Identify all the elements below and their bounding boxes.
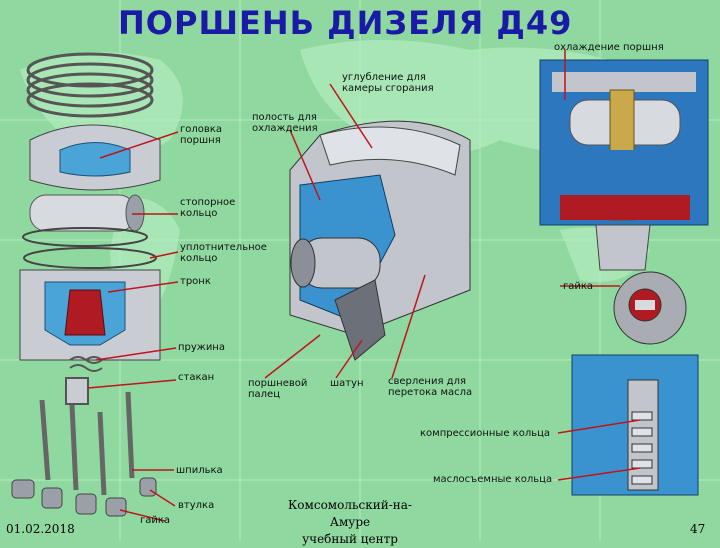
label-nut-right: гайка	[563, 281, 594, 292]
piston-head-illustration	[29, 124, 161, 191]
piston-skirt-illustration	[19, 269, 161, 361]
label-skirt: тронк	[180, 276, 211, 287]
label-piston-head: головка поршня	[180, 124, 222, 146]
page-number: 47	[690, 522, 706, 536]
label-connecting-rod: шатун	[330, 378, 364, 389]
footer-organization: Комсомольский-на-Амуре учебный центр	[288, 498, 412, 546]
nuts-illustration	[11, 477, 157, 517]
page-title: ПОРШЕНЬ ДИЗЕЛЯ Д49	[118, 4, 573, 42]
footer-date: 01.02.2018	[6, 522, 75, 536]
label-stud: шпилька	[176, 465, 223, 476]
leader-lines	[87, 50, 641, 522]
nut-closeup-illustration	[613, 271, 687, 345]
label-cooling-cavity: полость для охлаждения	[252, 112, 318, 134]
label-combustion-recess: углубление для камеры сгорания	[342, 72, 434, 94]
ring-groove-section-illustration	[571, 354, 699, 496]
label-spring: пружина	[178, 342, 225, 353]
label-bushing: втулка	[178, 500, 215, 511]
label-compression-rings: компрессионные кольца	[420, 428, 551, 439]
spring-and-cup-illustration	[65, 356, 104, 405]
cooling-cross-section-illustration	[539, 59, 709, 271]
label-cooling: охлаждение поршня	[554, 42, 664, 53]
piston-cutaway-illustration	[289, 120, 471, 361]
piston-rings-illustration	[26, 52, 154, 118]
label-nut-left: гайка	[140, 515, 171, 526]
label-piston-pin: поршневой палец	[248, 378, 308, 400]
label-retaining-ring: стопорное кольцо	[180, 197, 236, 219]
label-oil-holes: сверления для перетока масла	[388, 376, 473, 398]
label-oil-rings: маслосъемные кольца	[433, 474, 553, 485]
label-seal-ring: уплотнительное кольцо	[180, 242, 267, 264]
piston-pin-illustration	[29, 194, 145, 232]
studs-illustration	[39, 391, 135, 496]
label-cup: стакан	[178, 372, 215, 383]
